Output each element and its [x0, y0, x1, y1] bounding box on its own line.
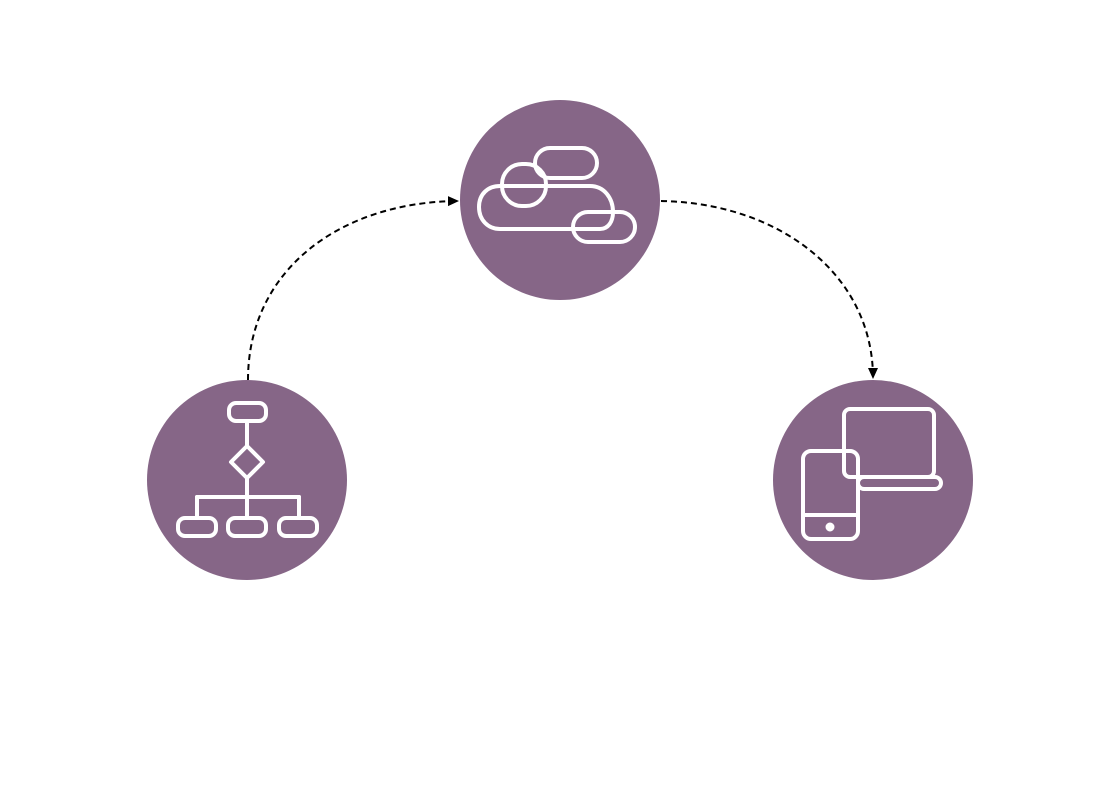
node-workflow	[147, 380, 347, 580]
node-cloud	[460, 100, 660, 300]
connector-cloud-to-devices	[660, 200, 878, 379]
devices-icon	[801, 407, 943, 541]
node-devices	[773, 380, 973, 580]
connector-workflow-to-cloud	[247, 196, 459, 381]
cloud-icon	[477, 146, 637, 244]
flowchart-icon	[176, 401, 319, 538]
node-devices-circle	[773, 380, 973, 580]
node-cloud-circle	[460, 100, 660, 300]
